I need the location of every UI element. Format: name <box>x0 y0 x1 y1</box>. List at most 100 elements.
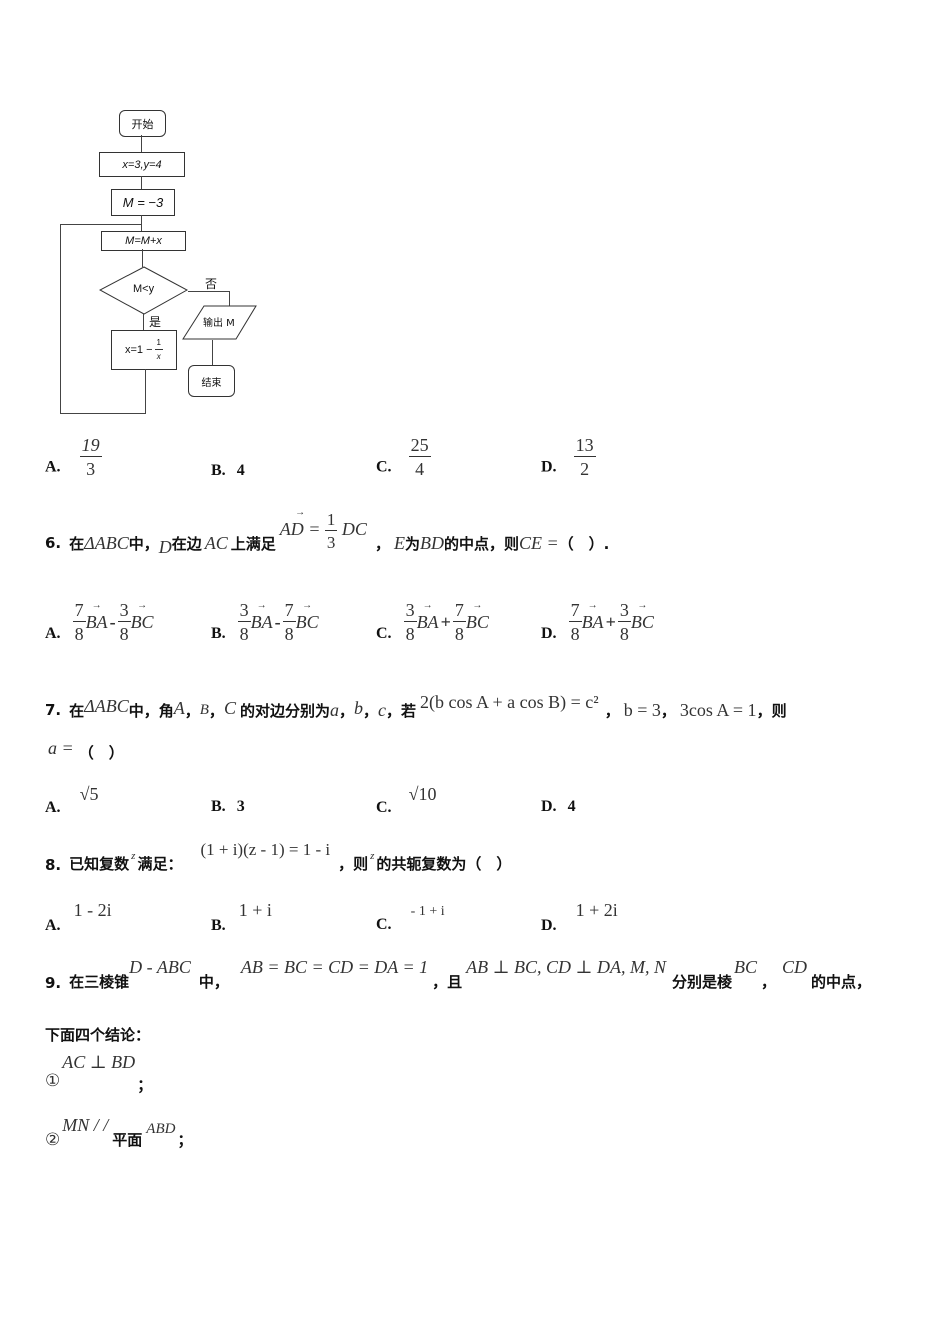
q7-option-a[interactable]: A. √5 <box>45 784 99 816</box>
connector <box>212 340 213 365</box>
q7-option-d[interactable]: D. 4 <box>541 796 576 816</box>
question-text: 满足： <box>137 855 183 873</box>
fraction-denominator: 8 <box>405 624 415 644</box>
fraction-numerator: 3 <box>237 600 251 622</box>
loop-connector <box>60 224 142 225</box>
math-side-a: a <box>329 699 339 720</box>
loop-connector <box>60 413 146 414</box>
conclusion-marker: ① <box>45 1071 61 1090</box>
q5-option-a[interactable]: A. 19 3 <box>45 436 102 478</box>
q8-option-c[interactable]: C. - 1 + i <box>376 900 445 933</box>
option-label: B. <box>211 625 226 642</box>
flowchart-output: 输出 M <box>203 318 235 329</box>
q8-option-a[interactable]: A. 1 - 2i <box>45 900 112 934</box>
question-9: 9. 在三棱锥 D - ABC 中， AB = BC = CD = DA = 1… <box>45 957 872 992</box>
option-value: 3 <box>236 798 245 815</box>
math-plane-abd: ABD <box>146 1121 176 1137</box>
fraction-denominator: 2 <box>580 459 590 479</box>
option-fraction: 19 3 <box>79 436 102 479</box>
option-label: A. <box>45 625 61 642</box>
option-value: - 1 + i <box>410 904 445 919</box>
math-variable-z: z <box>370 850 375 862</box>
math-operator: - <box>109 611 116 632</box>
q8-option-d[interactable]: D. 1 + 2i <box>541 900 618 934</box>
math-side-a-unknown: a = <box>48 738 74 758</box>
q7-option-b[interactable]: B. 3 <box>211 796 245 816</box>
fraction-denominator: 8 <box>119 624 129 644</box>
q5-option-b[interactable]: B. 4 <box>211 460 245 480</box>
option-value: 4 <box>236 462 245 479</box>
math-vector-bc: BC <box>296 612 319 633</box>
question-text: ，若 <box>386 701 417 720</box>
question-text: 已知复数 <box>69 855 130 873</box>
option-label: A. <box>45 799 61 816</box>
fraction-denominator: 8 <box>284 624 294 644</box>
option-label: D. <box>541 458 557 476</box>
question-text: 的中点， <box>811 973 872 991</box>
question-text: 的共轭复数为（ ） <box>376 855 512 873</box>
math-triangle: ΔABC <box>84 532 129 553</box>
q6-option-b[interactable]: B. 38 BA - 78 BC <box>211 601 319 643</box>
math-equation-cosa: 3cos A = 1 <box>679 699 757 720</box>
flowchart-init-xy: x=3,y=4 <box>99 152 185 177</box>
math-segment-bd: BD <box>419 532 444 553</box>
q5-option-c[interactable]: C. 25 4 <box>376 436 431 478</box>
question-text: 分别是棱 <box>671 973 732 991</box>
separator: ， <box>208 701 224 720</box>
math-perpendicular-conditions: AB ⊥ BC, CD ⊥ DA, M, N <box>466 957 666 977</box>
question-8: 8. 已知复数 z 满足： (1 + i)(z - 1) = 1 - i ，则 … <box>45 840 511 874</box>
flowchart-update-x: x=1 − 1 x <box>111 330 177 370</box>
question-number: 8. <box>45 856 62 874</box>
math-equation-condition: 2(b cos A + a cos B) = c² <box>420 691 599 712</box>
question-7: 7. 在 ΔABC 中，角 A ， B ， C 的对边分别为 a ， b ， c… <box>45 692 787 728</box>
math-side-c: c <box>378 699 386 720</box>
fraction-numerator: 7 <box>452 600 466 622</box>
fraction-denominator: 8 <box>239 624 249 644</box>
math-vector-ce: CE = <box>518 532 559 553</box>
separator: ， <box>660 701 676 720</box>
connector <box>188 291 230 292</box>
flowchart-update-x-fraction: 1 x <box>154 339 163 361</box>
q6-option-a[interactable]: A. 78 BA - 38 BC <box>45 601 154 643</box>
question-text: 中，角 <box>128 701 174 720</box>
fraction-numerator: 7 <box>282 600 296 622</box>
option-fraction: 25 4 <box>408 436 431 479</box>
q8-option-b[interactable]: B. 1 + i <box>211 900 272 934</box>
flowchart-start-label: 开始 <box>131 118 154 131</box>
q7-option-c[interactable]: C. √10 <box>376 784 437 816</box>
connector <box>229 291 230 307</box>
q6-option-d[interactable]: D. 78 BA + 38 BC <box>541 601 654 643</box>
option-label: B. <box>211 798 226 815</box>
question-text: 平面 <box>112 1131 143 1149</box>
option-label: C. <box>376 625 392 642</box>
flowchart-decision-shape <box>99 266 189 315</box>
question-6: 6. 在 ΔABC 中， D 在边 AC 上满足 AD = 1 3 DC ， E… <box>45 511 609 568</box>
question-text: 上满足 <box>230 534 276 553</box>
option-value: 1 + 2i <box>575 900 618 920</box>
fraction-denominator: 4 <box>415 459 425 479</box>
fraction-denominator: 3 <box>86 459 96 479</box>
flowchart-init-xy-label: x=3,y=4 <box>122 158 162 171</box>
question-text: 在三棱锥 <box>69 973 130 991</box>
option-value: 1 - 2i <box>73 900 112 920</box>
question-text: ，则 <box>338 855 369 873</box>
connector <box>141 176 142 189</box>
question-text: 在 <box>69 534 85 553</box>
flowchart-update-m-label: M=M+x <box>125 235 162 247</box>
q5-option-d[interactable]: D. 13 2 <box>541 436 596 478</box>
question-number: 6. <box>45 534 62 552</box>
separator: ， <box>362 701 378 720</box>
math-vector-ba: BA <box>86 612 108 633</box>
connector <box>141 135 142 152</box>
connector <box>143 314 144 330</box>
separator: ， <box>761 973 777 991</box>
math-vector-ba: BA <box>582 612 604 633</box>
option-value: 1 + i <box>238 900 272 920</box>
q6-option-c[interactable]: C. 38 BA + 78 BC <box>376 601 489 643</box>
fraction-numerator: 3 <box>617 600 631 622</box>
separator: ， <box>604 701 620 720</box>
